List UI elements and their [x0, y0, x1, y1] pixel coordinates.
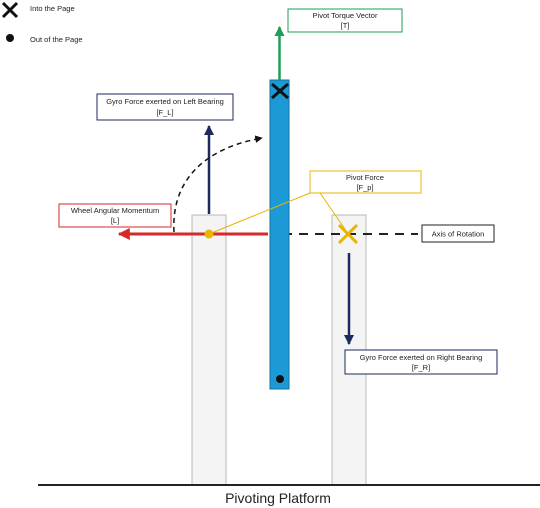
left-force-title: Gyro Force exerted on Left Bearing: [106, 97, 224, 106]
pivot-torque-title: Pivot Torque Vector: [313, 11, 378, 20]
right-pivot-x-marker: [337, 223, 359, 245]
pivot-force-title: Pivot Force: [346, 173, 384, 182]
left-force-symbol: [F_L]: [156, 108, 173, 117]
right-force-box: Gyro Force exerted on Right Bearing [F_R…: [344, 349, 498, 375]
platform-label: Pivoting Platform: [225, 490, 331, 506]
axis-of-rotation-box: Axis of Rotation: [421, 224, 495, 243]
pivot-torque-symbol: [T]: [341, 21, 350, 30]
pivot-torque-box: Pivot Torque Vector [T]: [287, 8, 403, 33]
axis-of-rotation-label: Axis of Rotation: [432, 230, 485, 239]
out-of-page-marker: [276, 375, 284, 383]
left-bearing: [191, 214, 227, 486]
wheel-momentum-symbol: [L]: [111, 216, 119, 225]
pivot-force-connector-right: [319, 192, 348, 233]
pivot-shaft: [269, 79, 290, 390]
legend: Into the Page Out of the Page: [1, 1, 83, 44]
wheel-momentum-title: Wheel Angular Momentum: [71, 206, 159, 215]
legend-into-page-label: Into the Page: [30, 4, 75, 13]
legend-out-of-page-label: Out of the Page: [30, 35, 83, 44]
pivot-force-box: Pivot Force [F_p]: [309, 170, 422, 194]
pivot-force-symbol: [F_p]: [356, 183, 373, 192]
wheel-momentum-box: Wheel Angular Momentum [L]: [58, 203, 172, 228]
right-force-title: Gyro Force exerted on Right Bearing: [360, 353, 483, 362]
out-of-page-icon: [6, 34, 14, 42]
pivot-force-connector-left: [208, 192, 311, 235]
right-force-symbol: [F_R]: [412, 363, 430, 372]
left-pivot-point: [204, 229, 214, 239]
left-force-box: Gyro Force exerted on Left Bearing [F_L]: [96, 93, 234, 121]
into-page-marker: [271, 82, 289, 100]
into-page-icon: [1, 1, 19, 19]
